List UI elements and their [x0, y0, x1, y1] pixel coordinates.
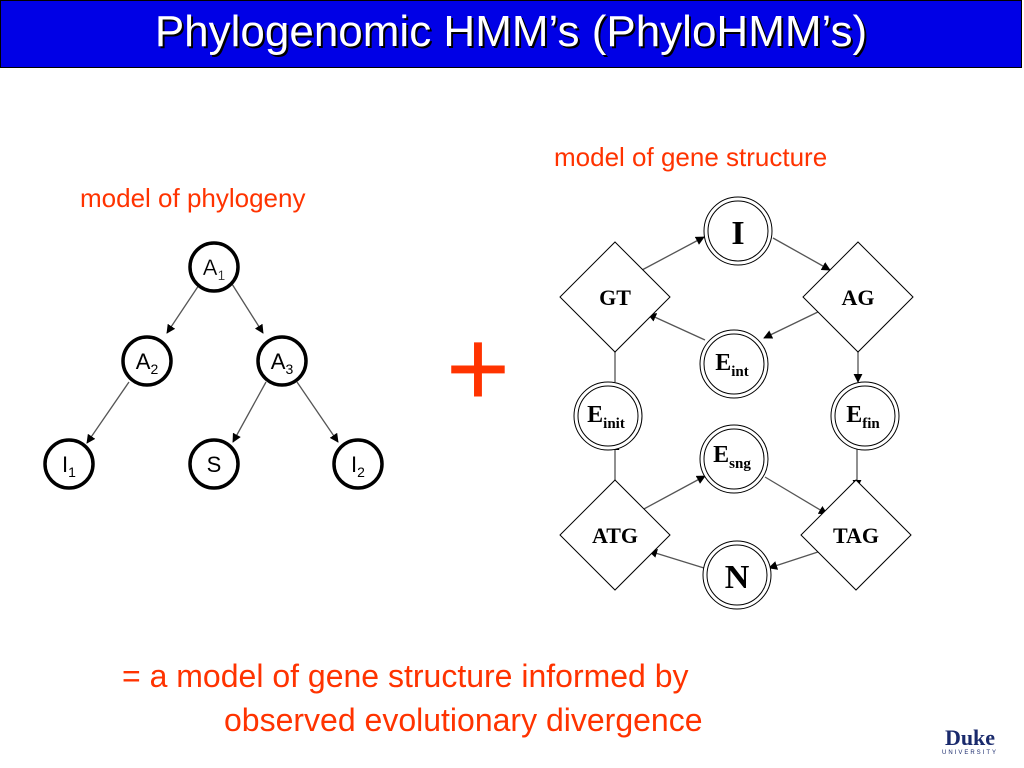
svg-text:ATG: ATG	[592, 523, 638, 548]
phylogeny-nodes: A1 A2 A3 I1 S I2	[43, 241, 384, 490]
plus-sign: +	[446, 307, 510, 430]
state-e-sng: Esng	[699, 424, 769, 494]
state-label: E	[846, 402, 862, 428]
edge-gt-i	[641, 236, 705, 271]
state-n: N	[702, 540, 772, 610]
state-ag: AG	[802, 241, 914, 353]
state-gt: GT	[559, 241, 671, 353]
tree-node-subscript: 2	[357, 464, 365, 480]
edge-a1-a3	[231, 283, 264, 334]
state-label: GT	[599, 285, 631, 310]
gene-model-states: I GT AG Eint Einit Efin	[559, 196, 914, 610]
svg-text:I: I	[731, 215, 744, 252]
duke-logo-subtitle: UNIVERSITY	[941, 750, 998, 756]
svg-text:Eint: Eint	[715, 350, 749, 380]
tree-node-label: I	[62, 452, 68, 477]
state-e-init: Einit	[573, 381, 643, 451]
edge-n-atg	[648, 549, 705, 569]
title-bar: Phylogenomic HMM’s (PhyloHMM’s)	[0, 0, 1022, 68]
state-label: E	[587, 402, 603, 428]
label-model-of-phylogeny: model of phylogeny	[80, 183, 306, 213]
tree-node-i2: I2	[332, 438, 384, 490]
state-label: E	[713, 442, 729, 468]
state-subscript: init	[603, 416, 625, 432]
tree-node-a2: A2	[121, 335, 173, 387]
duke-logo-name: Duke	[944, 725, 996, 750]
state-subscript: fin	[862, 416, 880, 432]
svg-text:N: N	[725, 559, 750, 596]
svg-text:I2: I2	[351, 452, 365, 480]
svg-text:GT: GT	[599, 285, 631, 310]
edge-tag-n	[768, 549, 825, 570]
svg-text:TAG: TAG	[833, 523, 879, 548]
tree-node-subscript: 1	[217, 267, 225, 283]
tree-node-subscript: 1	[68, 464, 76, 480]
tree-node-subscript: 3	[285, 361, 293, 377]
tree-node-subscript: 2	[150, 361, 158, 377]
tree-node-label: A	[271, 349, 286, 374]
state-label: TAG	[833, 523, 879, 548]
edge-atg-esng	[641, 475, 706, 511]
svg-text:Efin: Efin	[846, 402, 880, 432]
gene-model-edges	[610, 236, 863, 570]
state-subscript: int	[731, 364, 749, 380]
svg-text:Einit: Einit	[587, 402, 625, 432]
state-label: I	[731, 215, 744, 252]
conclusion-line-1: = a model of gene structure informed by	[122, 658, 689, 694]
edge-a3-i2	[296, 381, 339, 443]
tree-node-a1: A1	[188, 241, 240, 293]
state-tag: TAG	[800, 479, 912, 591]
edge-a2-i1	[86, 381, 130, 444]
state-atg: ATG	[559, 479, 671, 591]
label-model-of-gene-structure: model of gene structure	[554, 142, 828, 172]
state-i: I	[703, 196, 773, 266]
edge-eint-gt	[647, 313, 706, 341]
svg-text:AG: AG	[842, 285, 875, 310]
conclusion-line-2: observed evolutionary divergence	[224, 702, 703, 738]
tree-node-label: A	[136, 349, 151, 374]
edge-a3-s	[232, 381, 267, 443]
edge-ag-eint	[763, 309, 823, 339]
edge-esng-tag	[764, 476, 828, 515]
svg-text:S: S	[207, 452, 222, 477]
state-e-int: Eint	[699, 329, 769, 399]
state-label: E	[715, 350, 731, 376]
svg-text:Esng: Esng	[713, 442, 751, 472]
state-e-fin: Efin	[830, 381, 900, 451]
phylogeny-edges	[86, 283, 339, 444]
tree-node-s: S	[188, 438, 240, 490]
duke-logo: Duke UNIVERSITY	[930, 727, 1010, 757]
state-label: N	[725, 559, 750, 596]
svg-text:A1: A1	[203, 255, 226, 283]
tree-node-label: S	[207, 452, 222, 477]
tree-node-label: I	[351, 452, 357, 477]
state-label: AG	[842, 285, 875, 310]
state-subscript: sng	[729, 456, 751, 472]
svg-text:A2: A2	[136, 349, 159, 377]
svg-text:I1: I1	[62, 452, 76, 480]
edge-a1-a2	[166, 284, 200, 334]
tree-node-i1: I1	[43, 438, 95, 490]
state-label: ATG	[592, 523, 638, 548]
tree-node-a3: A3	[256, 335, 308, 387]
tree-node-label: A	[203, 255, 218, 280]
slide-title: Phylogenomic HMM’s (PhyloHMM’s)	[154, 7, 868, 56]
edge-i-ag	[772, 237, 831, 271]
svg-text:A3: A3	[271, 349, 294, 377]
